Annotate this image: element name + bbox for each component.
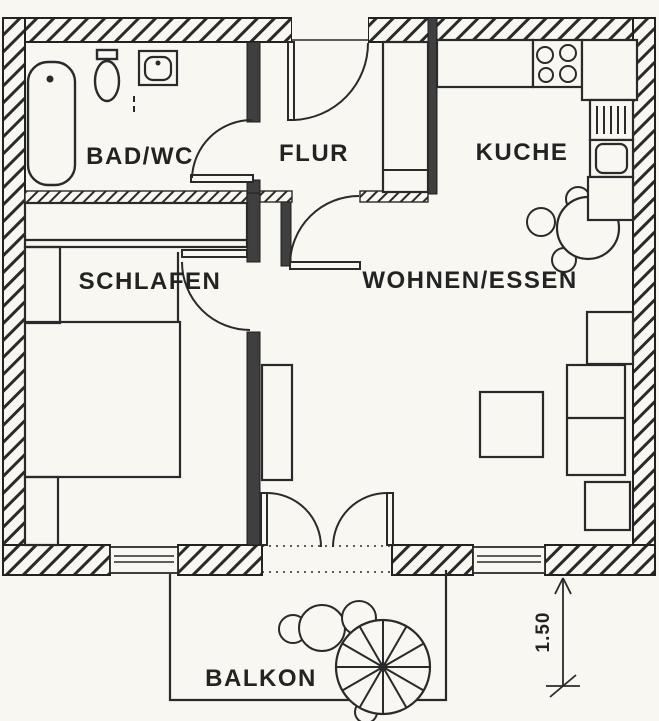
window-icon — [472, 546, 546, 574]
bedroom-door-icon — [181, 249, 251, 331]
kitchen-corner-counter-icon — [580, 38, 639, 102]
wall-hall-kitchen — [427, 17, 438, 195]
bed-icon — [23, 320, 182, 479]
shelf-icon — [260, 363, 294, 482]
bathtub-icon — [26, 60, 77, 187]
wall-right — [632, 17, 656, 576]
room-label-wohnen-essen: WOHNEN/ESSEN — [362, 267, 577, 294]
living-furniture — [260, 310, 635, 532]
wall-top-right — [367, 17, 656, 43]
washbasin-icon — [137, 49, 179, 87]
stove-icon — [531, 38, 584, 89]
partition-bath-bedroom — [24, 190, 248, 204]
side-table-icon — [585, 310, 635, 366]
dresser-icon — [23, 245, 62, 325]
kitchen-lower-unit-icon — [586, 175, 635, 222]
room-label-flur: FLUR — [279, 140, 349, 167]
exterior-walls — [2, 17, 656, 576]
dimension-label: 1.50 — [533, 612, 554, 653]
living-door-icon — [289, 195, 361, 270]
sofa-icon — [565, 363, 627, 477]
balcony-railing — [168, 570, 448, 702]
coffee-table-icon — [478, 390, 545, 459]
room-label-bad-wc: BAD/WC — [86, 143, 194, 170]
bath-door-icon — [190, 119, 254, 183]
doors — [181, 41, 394, 573]
kitchen-counter-icon — [435, 38, 535, 89]
dimension-tick-icon — [546, 674, 580, 698]
wardrobe-icon — [23, 201, 249, 249]
partition-hall-left — [259, 190, 293, 203]
kitchen-units — [435, 38, 639, 222]
balcony-french-door-icon — [260, 492, 394, 573]
wall-bottom-1 — [2, 544, 111, 576]
wall-bottom-2 — [177, 544, 263, 576]
partition-walls — [24, 190, 429, 204]
wall-bath-hall — [246, 41, 261, 123]
balcony — [168, 570, 448, 721]
wall-bottom-4 — [544, 544, 656, 576]
wall-top-left — [2, 17, 293, 43]
kitchen-appliance-icon — [588, 98, 635, 142]
bedside-cabinet-icon — [23, 475, 60, 547]
hall-closet-icon — [381, 40, 430, 194]
room-label-balkon: BALKON — [205, 665, 317, 692]
entrance-opening — [292, 17, 368, 43]
windows — [109, 546, 546, 574]
wall-bedroom-lower — [246, 331, 261, 546]
room-label-kueche: KUCHE — [476, 139, 569, 166]
dimension-annotation — [546, 577, 580, 698]
parasol-icon — [334, 618, 432, 716]
wall-left — [2, 17, 26, 576]
wall-bedroom-upper — [246, 192, 261, 263]
wall-bottom-3 — [391, 544, 474, 576]
plant-icon — [298, 604, 346, 652]
dining-chair-icon — [526, 207, 556, 237]
window-icon — [109, 546, 179, 574]
bedroom-furniture — [23, 201, 249, 547]
room-label-schlafen: SCHLAFEN — [79, 268, 222, 295]
kitchen-sink-icon — [588, 138, 635, 179]
bathroom-fixtures — [26, 48, 179, 187]
side-table-icon — [583, 480, 632, 532]
dimension-arrow-icon — [554, 577, 572, 595]
room-labels: BAD/WC FLUR KUCHE SCHLAFEN WOHNEN/ESSEN … — [79, 139, 577, 692]
entrance-door-icon — [287, 41, 369, 121]
toilet-icon — [93, 48, 135, 112]
